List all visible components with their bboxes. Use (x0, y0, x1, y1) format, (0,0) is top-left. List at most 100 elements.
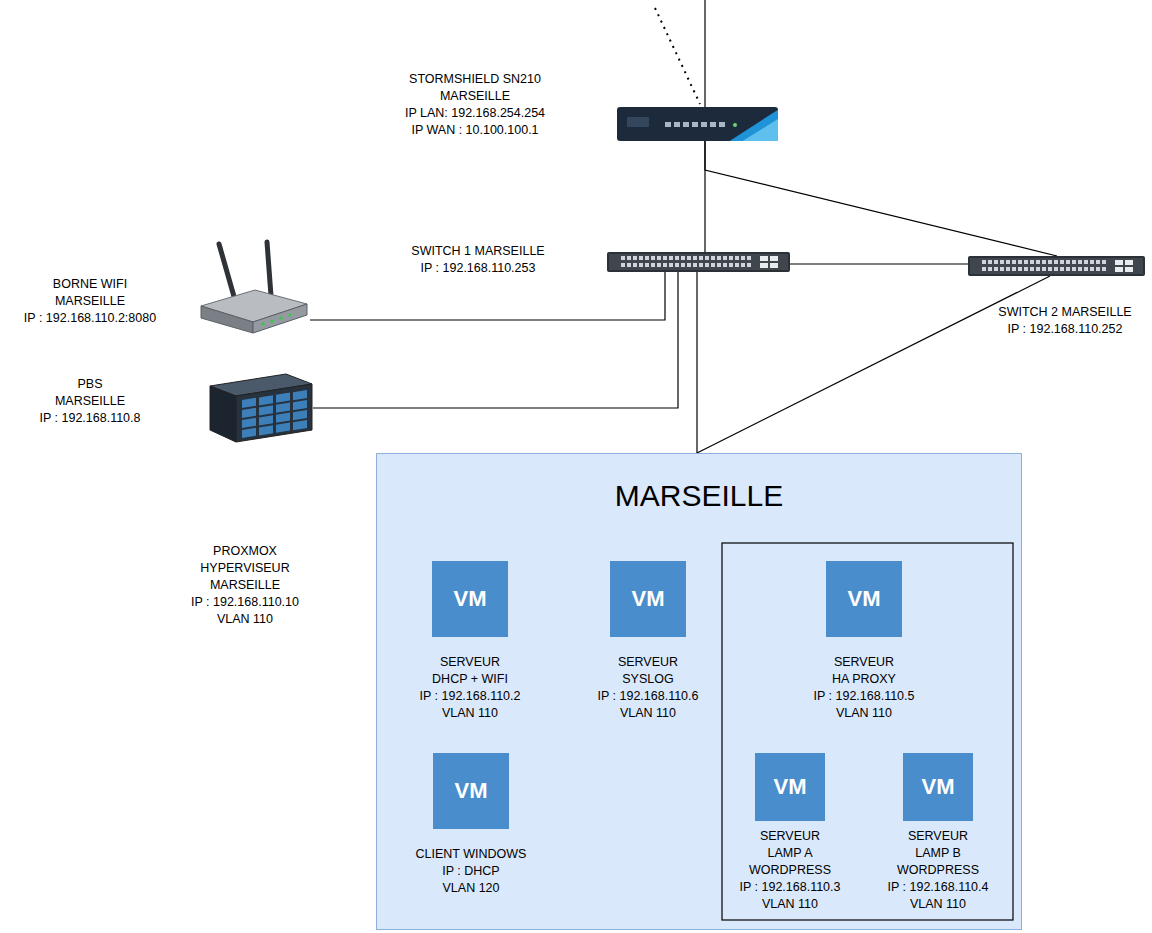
device-box: STORMSHIELD SN210 MARSEILLEIP LAN: 192.1… (617, 107, 778, 141)
vm-caption: SERVEUR LAMP B WORDPRESSIP : 192.168.110… (873, 828, 1003, 913)
switch-port (717, 256, 721, 260)
switch-port (711, 256, 715, 260)
switch-port (1048, 267, 1052, 271)
switch-port (1090, 267, 1094, 271)
firewall-port (683, 122, 689, 127)
switch-port (1006, 260, 1010, 264)
firewall-stripe (730, 110, 778, 141)
switch-port (1030, 267, 1034, 271)
network-link (313, 272, 678, 408)
switch-port (723, 256, 727, 260)
router-led (270, 319, 273, 322)
switch-port (633, 263, 637, 267)
switch-port (729, 256, 733, 260)
switch-port (994, 267, 998, 271)
switch-port (1006, 267, 1010, 271)
switch-port (645, 256, 649, 260)
switch-port (681, 256, 685, 260)
host-label: IP : 192.168.110.10 (175, 594, 315, 611)
switch-port (621, 263, 625, 267)
firewall-led (733, 123, 737, 127)
switch-port (663, 263, 667, 267)
switch-port (1072, 267, 1076, 271)
vm-caption: SERVEUR SYSLOGIP : 192.168.110.6VLAN 110 (573, 654, 723, 722)
node-detail: IP : 192.168.110.3 (725, 879, 855, 896)
switch-port (988, 260, 992, 264)
node-name: BORNE WIFI MARSEILLE (45, 276, 135, 310)
switch-port (1024, 260, 1028, 264)
network-link (696, 272, 697, 453)
switch-port (1066, 260, 1070, 264)
drive-bay (259, 405, 273, 415)
node-name: SWITCH 2 MARSEILLE (990, 304, 1140, 321)
node-detail: IP LAN: 192.168.254.254 (385, 105, 565, 122)
switch-port (723, 263, 727, 267)
router-led (279, 316, 282, 319)
switch-port (1030, 260, 1034, 264)
vm-box: VMSERVEUR LAMP B WORDPRESSIP : 192.168.1… (903, 753, 973, 821)
device-caption: PBS MARSEILLEIP : 192.168.110.8 (10, 376, 170, 427)
switch-port (1012, 260, 1016, 264)
device-caption: SWITCH 1 MARSEILLEIP : 192.168.110.253 (388, 243, 568, 277)
switch-port (1066, 267, 1070, 271)
switch-port (1024, 267, 1028, 271)
switch-port (1018, 267, 1022, 271)
node-detail: VM (922, 774, 955, 800)
device-box: SWITCH 2 MARSEILLEIP : 192.168.110.252 (968, 256, 1145, 276)
switch-port (1102, 267, 1106, 271)
firewall-port (710, 122, 716, 127)
node-detail: VLAN 110 (573, 705, 723, 722)
switch-port (621, 256, 625, 260)
switch-port (1000, 267, 1004, 271)
node-detail: IP : DHCP (396, 863, 546, 880)
node-detail: VM (848, 586, 881, 612)
switch-port (657, 263, 661, 267)
node-name: SERVEUR LAMP B WORDPRESS (895, 828, 981, 879)
switch-port (717, 263, 721, 267)
drive-bay (242, 428, 256, 438)
switch-port (633, 256, 637, 260)
switch-port (741, 256, 745, 260)
drive-bay (259, 395, 273, 405)
drive-bay (242, 418, 256, 428)
node-detail: VM (455, 778, 488, 804)
drive-bay (293, 410, 307, 420)
switch-port (651, 256, 655, 260)
device-icon (617, 107, 778, 141)
switch-port (1090, 260, 1094, 264)
switch-face (970, 258, 1143, 274)
device-box: BORNE WIFI MARSEILLEIP : 192.168.110.2:8… (195, 238, 310, 335)
device-icon (607, 252, 790, 272)
switch-port (741, 263, 745, 267)
device-box: SWITCH 1 MARSEILLEIP : 192.168.110.253 (607, 252, 790, 272)
node-detail: VLAN 110 (789, 705, 939, 722)
node-detail: VLAN 110 (725, 896, 855, 913)
switch-port (675, 256, 679, 260)
switch-sfp (1125, 260, 1133, 265)
switch-port (1054, 267, 1058, 271)
switch-port (735, 256, 739, 260)
drive-bay (242, 398, 256, 408)
vm-label: VM (774, 774, 807, 800)
region-heading: MARSEILLE (377, 478, 1021, 514)
server-front (236, 384, 312, 442)
switch-port (693, 263, 697, 267)
switch-port (982, 260, 986, 264)
switch-port (1036, 260, 1040, 264)
network-link (697, 276, 1050, 453)
switch-port (1096, 260, 1100, 264)
wan-line (704, 0, 705, 107)
web-cluster-frame (722, 543, 1013, 920)
switch-face (609, 254, 788, 270)
switch-port (687, 256, 691, 260)
server-side (210, 386, 236, 442)
switch-port (651, 263, 655, 267)
node-detail: IP : 192.168.110.5 (789, 688, 939, 705)
switch-port (982, 267, 986, 271)
switch-sfp (760, 256, 768, 261)
vm-caption: CLIENT WINDOWSIP : DHCPVLAN 120 (396, 846, 546, 897)
device-caption: BORNE WIFI MARSEILLEIP : 192.168.110.2:8… (10, 276, 170, 327)
switch-port (669, 256, 673, 260)
node-detail: IP : 192.168.110.2:8080 (10, 310, 170, 327)
